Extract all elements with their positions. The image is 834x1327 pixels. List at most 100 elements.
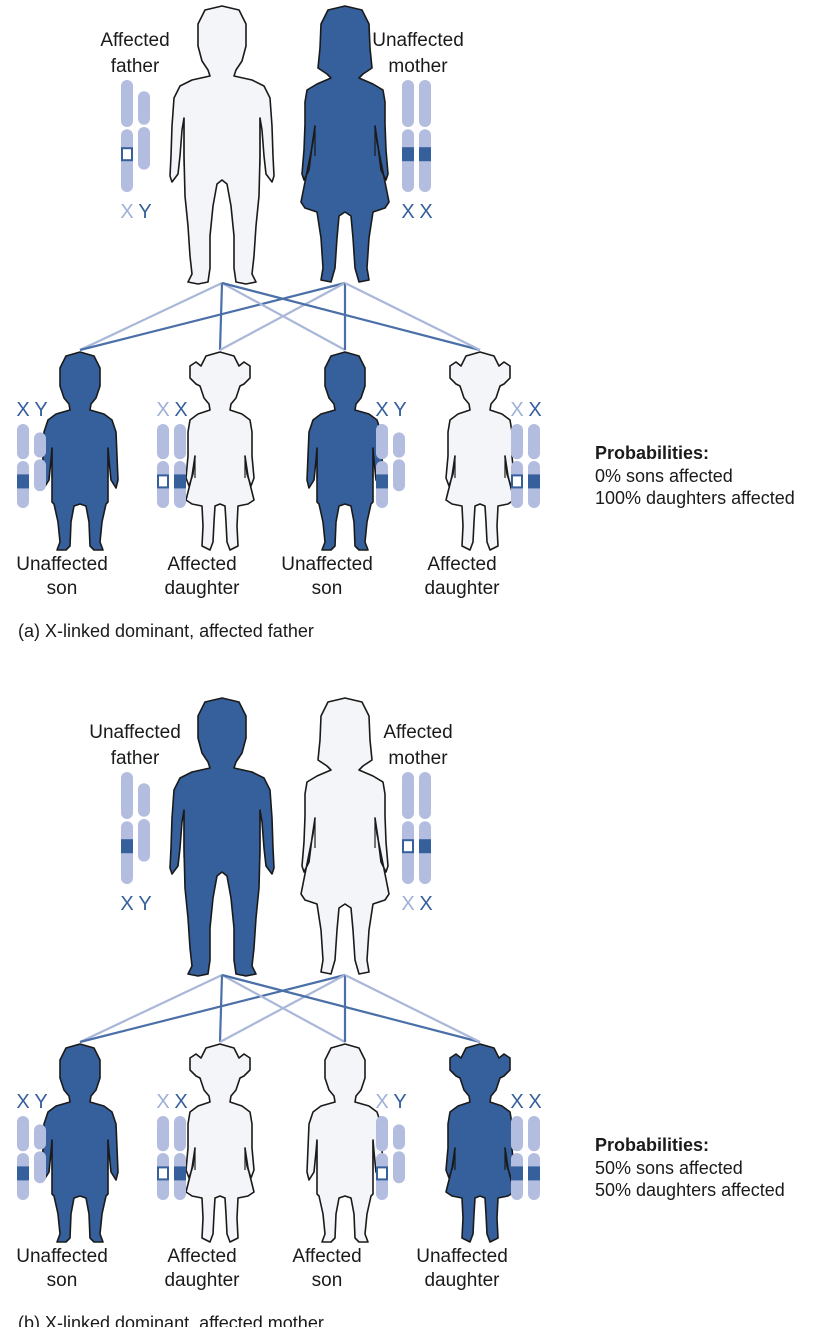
x-chromosome [157,1116,169,1200]
chromosome-letter: X [16,399,29,421]
father-line [218,974,224,1043]
mother-label: mother [388,748,448,769]
figure-silhouette [300,5,390,283]
figure-silhouette [169,697,275,977]
chromosome-letter: X [510,1091,523,1113]
father-figure [169,5,275,285]
open-allele [121,147,133,162]
panel-caption: (a) X-linked dominant, affected father [18,621,314,641]
figure-silhouette [445,351,515,551]
x-chromosome [376,424,388,508]
child-label: Unaffected [416,1246,508,1267]
figure-silhouette [185,1043,255,1243]
chromosome-letter: X [528,399,541,421]
figure-silhouette [300,697,390,975]
panel-caption: (b) X-linked dominant, affected mother [18,1313,324,1327]
mother-line [79,281,346,352]
chromosome-letter: X [528,1091,541,1113]
x-chromosome [17,1116,29,1200]
open-allele [376,1166,388,1181]
son-figure [306,351,384,551]
daughter-figure [185,1043,255,1243]
x-chromosome [419,772,431,884]
figure-silhouette [306,1043,384,1243]
father-label: father [111,748,160,769]
x-chromosome [157,424,169,508]
figure-silhouette [445,1043,515,1243]
chromosome-letter: X [120,201,133,223]
child-label: daughter [424,1270,500,1291]
child-label: daughter [164,578,240,599]
open-allele [157,1166,169,1181]
mother-line [344,974,481,1043]
chromosome-letter: X [156,399,169,421]
dark-allele [17,1166,29,1181]
x-chromosome [376,1116,388,1200]
x-chromosome [511,424,523,508]
chromosome-letter: X [16,1091,29,1113]
child-label: son [312,1270,343,1291]
figure-silhouette [306,351,384,551]
chromosome-letter: X [401,201,414,223]
x-chromosome [511,1116,523,1200]
daughter-figure [185,351,255,551]
y-chromosome [34,1124,46,1184]
dark-allele [419,839,431,854]
child-label: son [312,578,343,599]
x-chromosome [528,1116,540,1200]
figure-silhouette [41,1043,119,1243]
chromosome-letter: Y [393,399,406,421]
mother-figure [300,5,390,283]
child-label: Affected [167,554,236,575]
chromosome-letter: Y [138,201,151,223]
cross-lines [79,973,481,1044]
chromosome-letter: Y [393,1091,406,1113]
y-chromosome [34,432,46,492]
chromosome-letter: Y [138,893,151,915]
daughter-figure [445,351,515,551]
x-chromosome [402,772,414,884]
son-figure [41,1043,119,1243]
son-figure [41,351,119,551]
figure-silhouette [41,351,119,551]
chromosome-letter: X [419,201,432,223]
open-allele [511,474,523,489]
chromosome-letter: X [401,893,414,915]
probability-line: 0% sons affected [595,466,733,486]
dark-allele [17,474,29,489]
y-chromosome [138,91,150,170]
child-label: son [47,1270,78,1291]
cross-lines [79,281,481,352]
father-line [221,281,481,352]
x-chromosome [174,424,186,508]
mother-label: mother [388,56,448,77]
y-chromosome [393,432,405,492]
child-label: Affected [292,1246,361,1267]
probability-line: 50% daughters affected [595,1180,785,1200]
father-figure [169,697,275,977]
mother-label: Affected [383,722,452,743]
x-chromosome [419,80,431,192]
child-label: daughter [164,1270,240,1291]
open-allele [157,474,169,489]
son-figure [306,1043,384,1243]
father-label: Unaffected [89,722,181,743]
probability-line: 50% sons affected [595,1158,743,1178]
